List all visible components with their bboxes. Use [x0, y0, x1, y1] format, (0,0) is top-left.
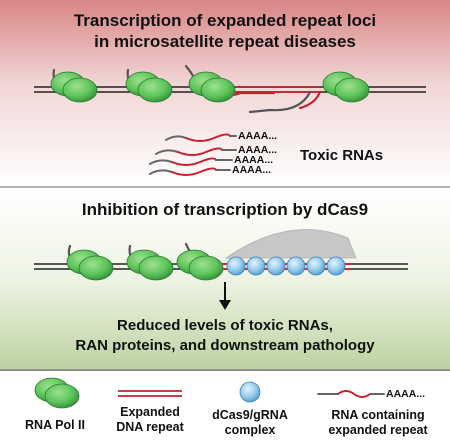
- guide-rna-arc: [224, 229, 357, 259]
- toxic-rna-strands: [149, 133, 237, 176]
- legend-rna-label: RNA containing expanded repeat: [308, 408, 448, 438]
- legend-dna-repeat-line1: Expanded: [120, 405, 180, 419]
- top-pol2-complexes: [50, 71, 370, 103]
- legend-dcas9-symbol: [239, 381, 261, 403]
- dcas9-complexes: [226, 256, 346, 276]
- polya-tail-4: AAAA...: [232, 164, 272, 176]
- polya-tail-1: AAAA...: [238, 130, 278, 142]
- legend-dna-repeat-symbol: [118, 390, 182, 397]
- bottom-pol2-complexes: [66, 249, 224, 281]
- legend-dcas9-line2: complex: [224, 423, 276, 437]
- toxic-rnas-label: Toxic RNAs: [300, 147, 384, 164]
- legend-dna-repeat-line2: DNA repeat: [116, 420, 184, 434]
- legend-rna-symbol: [317, 390, 385, 398]
- legend-dcas9-line1: dCas9/gRNA: [212, 408, 288, 422]
- legend-rna-line1: RNA containing: [331, 408, 425, 422]
- outcome-text: Reduced levels of toxic RNAs, RAN protei…: [0, 316, 450, 356]
- legend-dna-repeat-label: Expanded DNA repeat: [105, 405, 195, 435]
- top-title-line1: Transcription of expanded repeat loci: [73, 11, 377, 30]
- legend-rna-line2: expanded repeat: [328, 423, 428, 437]
- top-title-line2: in microsatellite repeat diseases: [94, 32, 356, 51]
- polya-tail-3: AAAA...: [234, 154, 274, 166]
- legend-pol2-label: RNA Pol II: [25, 418, 85, 432]
- bottom-panel-title: Inhibition of transcription by dCas9: [81, 200, 369, 219]
- down-arrow: [219, 282, 231, 310]
- top-panel-title: Transcription of expanded repeat loci in…: [0, 10, 450, 52]
- legend-pol2-symbol: [34, 377, 80, 409]
- polya-tail-2: AAAA...: [238, 144, 278, 156]
- bottom-panel-background: [0, 188, 450, 369]
- legend-rna-polya: AAAA...: [386, 388, 426, 400]
- outcome-line2: RAN proteins, and downstream pathology: [75, 337, 375, 354]
- legend-dcas9-label: dCas9/gRNA complex: [200, 408, 300, 438]
- outcome-line1: Reduced levels of toxic RNAs,: [117, 317, 333, 334]
